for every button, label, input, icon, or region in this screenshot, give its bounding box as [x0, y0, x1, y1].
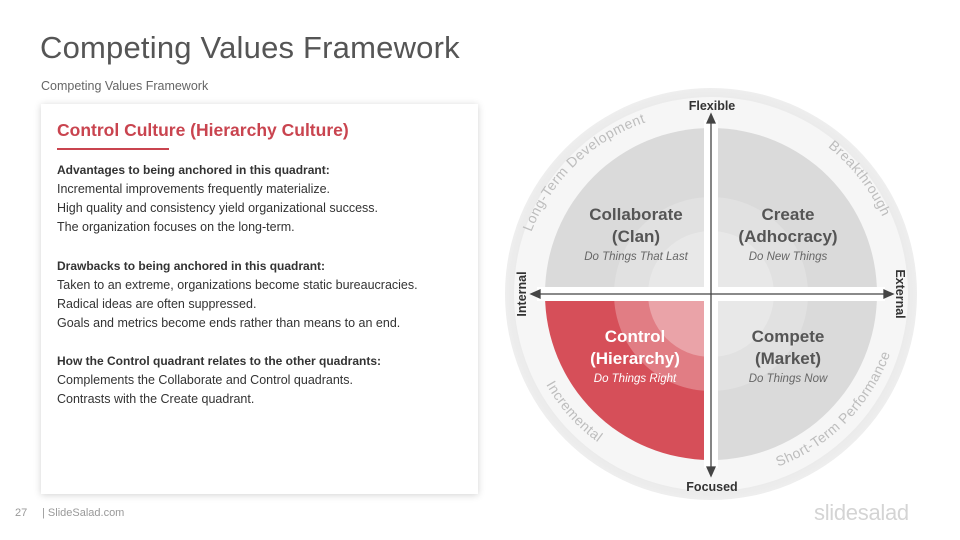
quadrant-subtitle: (Adhocracy)	[738, 227, 837, 246]
quadrant-compete	[711, 294, 877, 460]
quadrant-subtitle: (Hierarchy)	[590, 349, 680, 368]
section-line: Goals and metrics become ends rather tha…	[57, 316, 401, 331]
quadrant-title: Control	[605, 327, 665, 346]
quadrant-tagline: Do Things That Last	[584, 251, 688, 263]
arrow-down-icon	[705, 466, 717, 478]
section-line: The organization focuses on the long-ter…	[57, 220, 295, 235]
section-line: Incremental improvements frequently mate…	[57, 182, 331, 196]
title-underline	[57, 148, 169, 150]
section-line: Complements the Collaborate and Control …	[57, 373, 354, 388]
arrow-right-icon	[883, 288, 895, 300]
axis-label-focused: Focused	[686, 480, 737, 494]
axes	[529, 112, 895, 478]
quadrant-control	[545, 294, 711, 460]
quadrant-tagline: Do New Things	[749, 251, 828, 263]
quadrant-collaborate	[545, 128, 711, 294]
slidesalad-logo: slidesalad	[814, 500, 909, 525]
axis-label-flexible: Flexible	[689, 99, 736, 113]
page-number: 27	[15, 507, 28, 519]
section-line: Radical ideas are often suppressed.	[57, 296, 257, 311]
quadrant-tagline: Do Things Now	[749, 373, 828, 385]
section-heading: How the Control quadrant relates to the …	[57, 354, 382, 369]
section-heading: Drawbacks to being anchored in this quad…	[57, 258, 326, 273]
axis-label-internal: Internal	[515, 271, 529, 316]
info-card: Control Culture (Hierarchy Culture) Adva…	[41, 104, 478, 494]
advantages-section: Advantages to being anchored in this qua…	[57, 161, 462, 238]
section-line: High quality and consistency yield organ…	[57, 201, 379, 216]
page-title: Competing Values Framework	[40, 30, 460, 65]
drawbacks-section: Drawbacks to being anchored in this quad…	[57, 257, 462, 334]
relations-section: How the Control quadrant relates to the …	[57, 352, 462, 409]
quadrant-title: Create	[762, 205, 815, 224]
section-line: Taken to an extreme, organizations becom…	[57, 277, 418, 292]
quadrant-create	[711, 128, 877, 294]
quadrant-subtitle: (Clan)	[612, 227, 660, 246]
arrow-left-icon	[529, 288, 541, 300]
footer-site: | SlideSalad.com	[42, 507, 125, 519]
quadrant-title: Collaborate	[589, 205, 683, 224]
quadrant-subtitle: (Market)	[755, 349, 821, 368]
page-subtitle: Competing Values Framework	[41, 79, 209, 93]
section-line: Contrasts with the Create quadrant.	[57, 392, 255, 407]
arrow-up-icon	[705, 112, 717, 124]
section-heading: Advantages to being anchored in this qua…	[57, 163, 330, 177]
axis-label-external: External	[893, 269, 907, 318]
quadrant-tagline: Do Things Right	[594, 373, 677, 385]
card-title: Control Culture (Hierarchy Culture)	[57, 120, 349, 140]
quadrant-title: Compete	[752, 327, 825, 346]
